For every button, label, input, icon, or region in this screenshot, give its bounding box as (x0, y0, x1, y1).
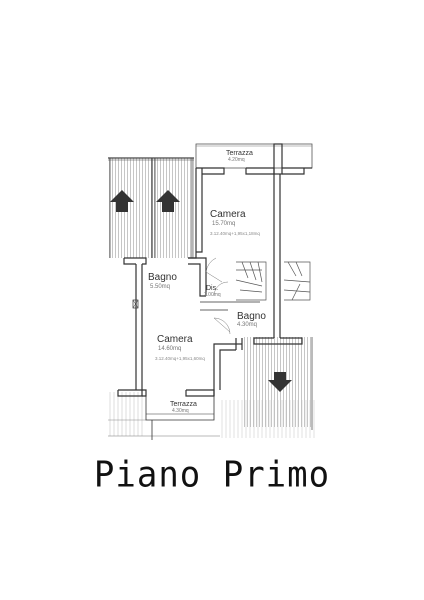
camera-bottom-area: 14.60mq (158, 346, 182, 352)
down-arrow-icon (268, 372, 292, 392)
terrace-top-label: Terrazza (226, 150, 253, 157)
terrace-top-area: 4.20mq (228, 157, 245, 163)
up-arrow-icon-left (110, 190, 134, 212)
door-swings (205, 257, 231, 335)
staircase (235, 261, 311, 301)
balcony-right (220, 337, 315, 438)
plan-title: Piano Primo (93, 454, 331, 496)
terrace-bottom-area: 4.30mq (172, 408, 189, 414)
camera-top-label: Camera (210, 209, 246, 220)
camera-top-calc: 3.12.40mq+1,95x1,18mq (210, 231, 260, 236)
walls (117, 143, 312, 440)
dis-area: 3.00mq (204, 292, 221, 298)
up-arrow-icon-right (156, 190, 180, 212)
bagno-left-area: 5.50mq (150, 284, 171, 290)
balcony-bottom-left (108, 392, 220, 437)
terrace-bottom-label: Terrazza (170, 401, 197, 408)
terrace-top (195, 143, 313, 169)
bagno-right-area: 4.30mq (237, 322, 258, 328)
camera-top-area: 15.70mq (212, 221, 236, 227)
camera-bottom-calc: 3.12.40mq+1,95x1,60mq (155, 356, 205, 361)
bagno-right-label: Bagno (237, 311, 266, 322)
camera-bottom-label: Camera (157, 334, 193, 345)
bagno-left-label: Bagno (148, 272, 177, 283)
dis-label: Dis. (206, 285, 219, 292)
